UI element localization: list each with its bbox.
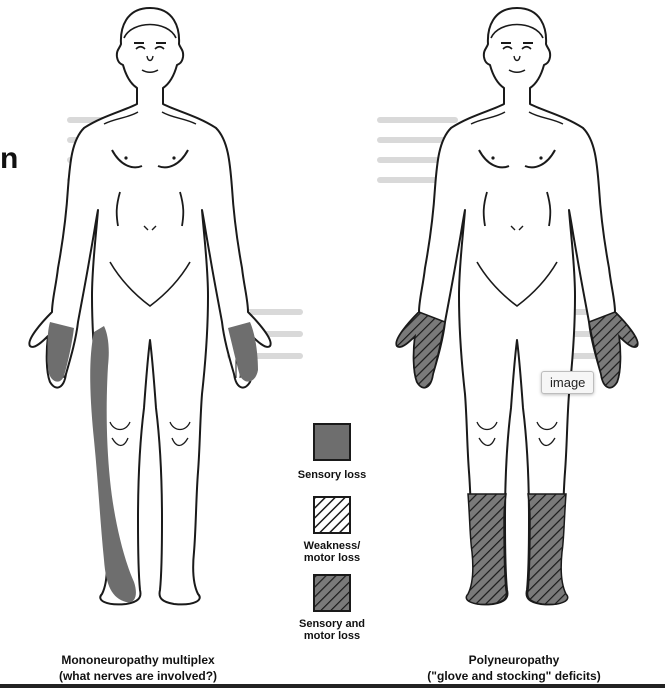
left-caption-subtitle: (what nerves are involved?): [59, 669, 217, 683]
legend-label-sensory: Sensory loss: [298, 469, 366, 481]
right-figure-stocking: [528, 494, 568, 604]
right-figure-stocking: [466, 494, 506, 604]
left-body-figure: [29, 8, 270, 604]
legend-swatch-combined: [314, 575, 350, 611]
legend: Sensory loss Weakness/ motor loss Sensor…: [298, 424, 366, 642]
legend-label-motor-1: Weakness/: [304, 540, 361, 552]
right-caption-title: Polyneuropathy: [469, 653, 560, 667]
cropped-heading-letter: n: [0, 142, 18, 176]
legend-label-motor-2: motor loss: [304, 552, 360, 564]
legend-swatch-motor: [314, 497, 350, 533]
right-figure-glove: [396, 312, 445, 388]
right-body-figure: [396, 8, 637, 604]
legend-label-combined-2: motor loss: [304, 630, 360, 642]
right-figure-glove: [589, 312, 638, 388]
left-caption-title: Mononeuropathy multiplex: [61, 653, 215, 667]
image-tooltip: image: [541, 371, 594, 394]
legend-swatch-sensory: [314, 424, 350, 460]
legend-label-combined-1: Sensory and: [299, 618, 365, 630]
bottom-divider: [0, 684, 665, 688]
right-caption-subtitle: ("glove and stocking" deficits): [427, 669, 600, 683]
